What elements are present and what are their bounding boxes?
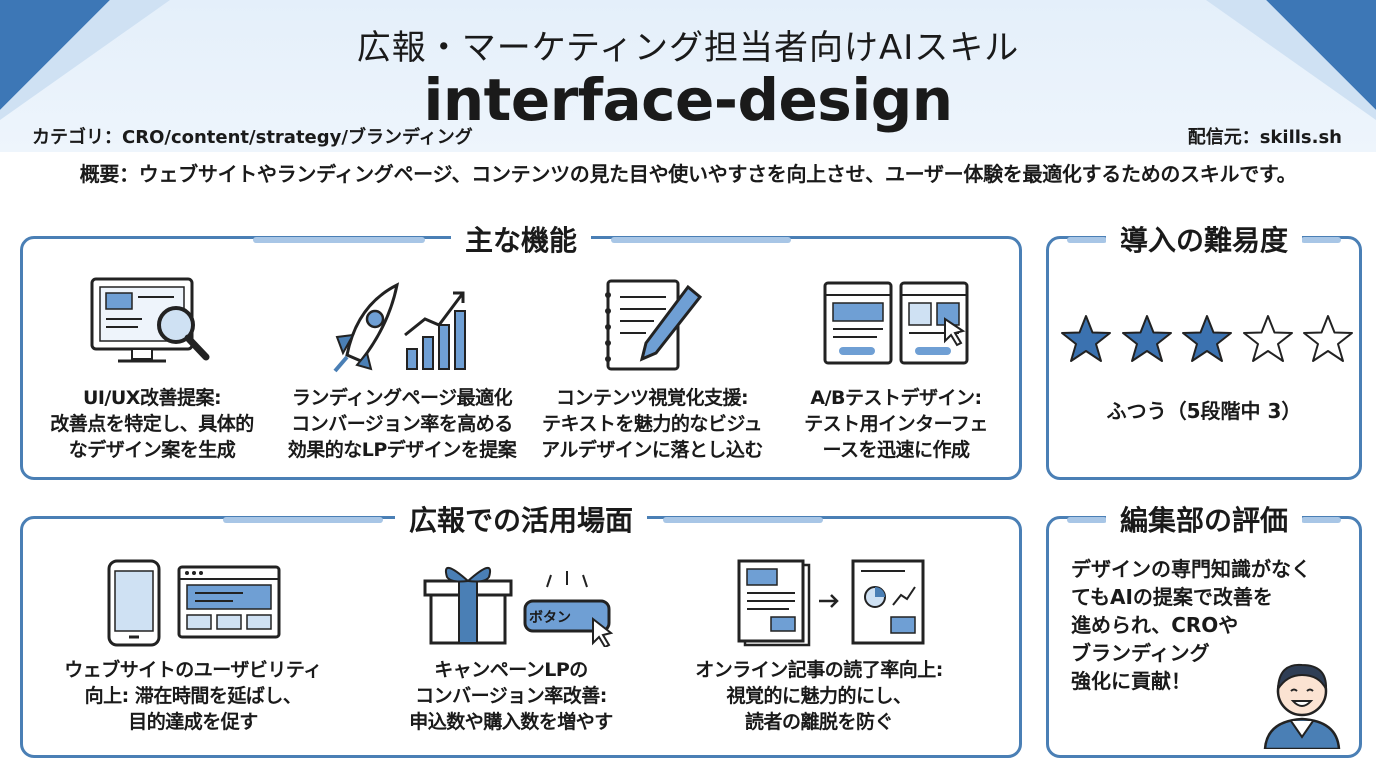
corner-decoration-right xyxy=(1206,0,1376,120)
difficulty-title: 導入の難易度 xyxy=(1105,219,1303,259)
feature-item: ランディングページ最適化 コンバージョン率を高める 効果的なLPデザインを提案 xyxy=(277,275,527,475)
review-text-line: 強化に貢献！ xyxy=(1071,669,1191,693)
usage-text-line: キャンペーンLPの xyxy=(434,659,588,681)
feature-text-line: UI/UX改善提案: xyxy=(82,387,222,409)
review-text: デザインの専門知識がなく てもAIの提案で改善を 進められ、CROや ブランディ… xyxy=(1071,555,1341,695)
gift-button-icon xyxy=(423,567,614,647)
page-title: interface-design xyxy=(423,66,953,134)
overview-text: 概要：ウェブサイトやランディングページ、コンテンツの見た目や使いやすさを向上させ… xyxy=(79,162,1297,186)
star-empty-icon xyxy=(1242,315,1293,362)
features-title: 主な機能 xyxy=(450,219,592,259)
header-background xyxy=(0,0,1376,152)
review-text-line: 進められ、CROや xyxy=(1071,613,1239,637)
star-filled-icon xyxy=(1061,315,1111,362)
source-label: 配信元：skills.sh xyxy=(1187,127,1342,148)
title-decoration xyxy=(223,517,383,523)
category-label: カテゴリ：CRO/content/strategy/ブランディング xyxy=(32,127,473,148)
usage-text-line: 目的達成を促す xyxy=(128,711,258,733)
feature-item: A/Bテストデザイン: テスト用インターフェ ースを迅速に作成 xyxy=(771,275,1021,475)
feature-item: コンテンツ視覚化支援: テキストを魅力的なビジュ アルデザインに落とし込む xyxy=(527,275,777,475)
review-text-line: ブランディング xyxy=(1071,641,1210,665)
features-panel: 主な機能 UI/UX改善提案: 改善点を特定し、具体的 なデザイン案を生成 xyxy=(20,219,1022,480)
feature-text-line: ランディングページ最適化 xyxy=(291,387,513,409)
difficulty-level-text: ふつう（5段階中 3） xyxy=(1106,399,1302,423)
article-transform-icon xyxy=(737,559,925,647)
feature-item: UI/UX改善提案: 改善点を特定し、具体的 なデザイン案を生成 xyxy=(27,275,277,475)
feature-text-line: コンテンツ視覚化支援: xyxy=(555,387,749,409)
usage-item: オンライン記事の読了率向上: 視覚的に魅力的にし、 読者の離脱を防ぐ xyxy=(659,557,979,735)
usage-text-line: オンライン記事の読了率向上: xyxy=(695,659,943,681)
review-panel: 編集部の評価 デザインの専門知識がなく てもAIの提案で改善を 進められ、CRO… xyxy=(1046,499,1362,758)
usage-text-line: 申込数や購入数を増やす xyxy=(409,711,613,733)
review-title: 編集部の評価 xyxy=(1105,499,1303,539)
feature-text-line: テキストを魅力的なビジュ xyxy=(541,413,763,435)
star-empty-icon xyxy=(1303,315,1353,362)
corner-decoration-left xyxy=(0,0,170,120)
feature-text-line: 改善点を特定し、具体的 xyxy=(50,413,254,435)
editor-avatar-icon xyxy=(1263,663,1341,749)
title-decoration xyxy=(1067,517,1107,523)
title-decoration xyxy=(1301,517,1341,523)
star-filled-icon xyxy=(1182,315,1232,362)
ab-test-windows-icon xyxy=(823,281,969,365)
difficulty-panel: 導入の難易度 ふつう（5段階中 3） xyxy=(1046,219,1362,480)
usage-panel: 広報での活用場面 ウェブサイトのユーザビリティ 向上: 滞在時間を延ばし、 目的… xyxy=(20,499,1022,758)
usage-title: 広報での活用場面 xyxy=(394,499,648,539)
title-decoration xyxy=(253,237,425,243)
title-decoration xyxy=(663,517,823,523)
title-decoration xyxy=(1067,237,1107,243)
feature-text-line: アルデザインに落とし込む xyxy=(541,439,763,461)
star-filled-icon xyxy=(1121,315,1172,362)
notebook-pen-icon xyxy=(605,279,703,371)
usage-item: ウェブサイトのユーザビリティ 向上: 滞在時間を延ばし、 目的達成を促す xyxy=(33,557,353,735)
title-decoration xyxy=(1301,237,1341,243)
review-text-line: てもAIの提案で改善を xyxy=(1071,585,1273,609)
phone-browser-icon xyxy=(107,559,281,647)
usage-text-line: ウェブサイトのユーザビリティ xyxy=(64,659,322,681)
usage-text-line: 向上: 滞在時間を延ばし、 xyxy=(84,685,302,707)
page-subtitle: 広報・マーケティング担当者向けAIスキル xyxy=(356,28,1020,68)
monitor-magnifier-icon xyxy=(90,277,210,363)
cta-button-label: ボタン xyxy=(529,610,571,626)
usage-text-line: 視覚的に魅力的にし、 xyxy=(726,685,912,707)
feature-text-line: なデザイン案を生成 xyxy=(68,439,236,461)
feature-text-line: 効果的なLPデザインを提案 xyxy=(287,439,517,461)
rocket-chart-icon xyxy=(333,282,466,373)
feature-text-line: テスト用インターフェ xyxy=(804,413,988,435)
star-rating xyxy=(1059,313,1355,367)
feature-text-line: コンバージョン率を高める xyxy=(291,413,513,435)
usage-item: ボタン キャンペーンLPの コンバージョン率改善: 申込数や購入数を増やす xyxy=(351,557,671,735)
feature-text-line: A/Bテストデザイン: xyxy=(810,387,982,409)
usage-text-line: コンバージョン率改善: xyxy=(415,685,607,707)
title-decoration xyxy=(611,237,791,243)
feature-text-line: ースを迅速に作成 xyxy=(822,439,970,461)
review-text-line: デザインの専門知識がなく xyxy=(1071,557,1311,581)
usage-text-line: 読者の離脱を防ぐ xyxy=(744,711,894,733)
